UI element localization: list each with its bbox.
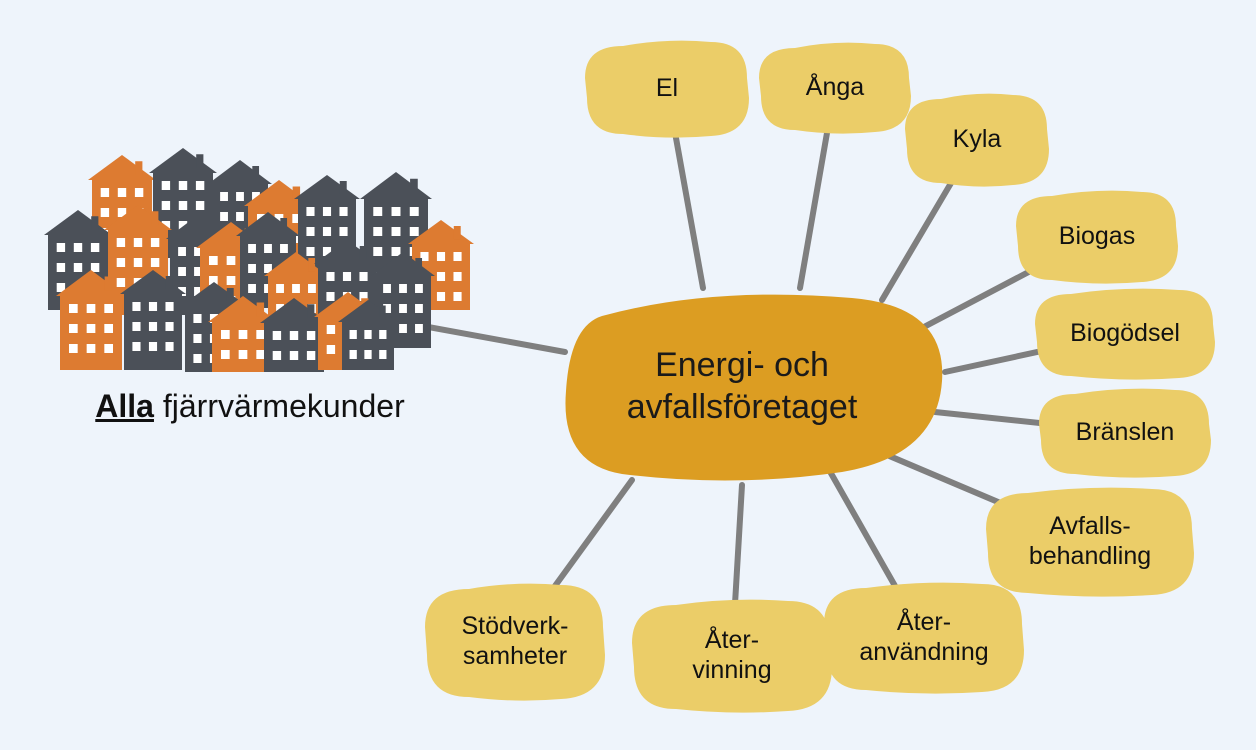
customers-caption: Alla fjärrvärmekunder (30, 388, 470, 425)
houses-icon (44, 148, 474, 372)
node-shape-branslen (1039, 388, 1211, 478)
house-icon (120, 270, 186, 370)
house-icon (338, 300, 398, 370)
node-shape-kyla (905, 93, 1049, 187)
center-node-shape (565, 294, 943, 481)
house-icon (208, 296, 278, 372)
house-icon (56, 270, 126, 370)
house-icon (260, 298, 328, 372)
node-shape-biogodsel (1035, 288, 1215, 380)
customers-emphasis: Alla (95, 388, 154, 424)
customers-label: fjärrvärmekunder (162, 388, 405, 424)
node-shape-el (585, 40, 749, 138)
node-shape-anga (759, 42, 911, 134)
node-shape-stodverksamheter (425, 583, 605, 701)
node-shape-biogas (1016, 190, 1178, 284)
node-shape-atervinning (632, 599, 832, 713)
node-shape-ateranvandning (824, 582, 1024, 694)
node-shape-avfallsbehandling (986, 487, 1194, 597)
node-blobs (425, 40, 1215, 713)
